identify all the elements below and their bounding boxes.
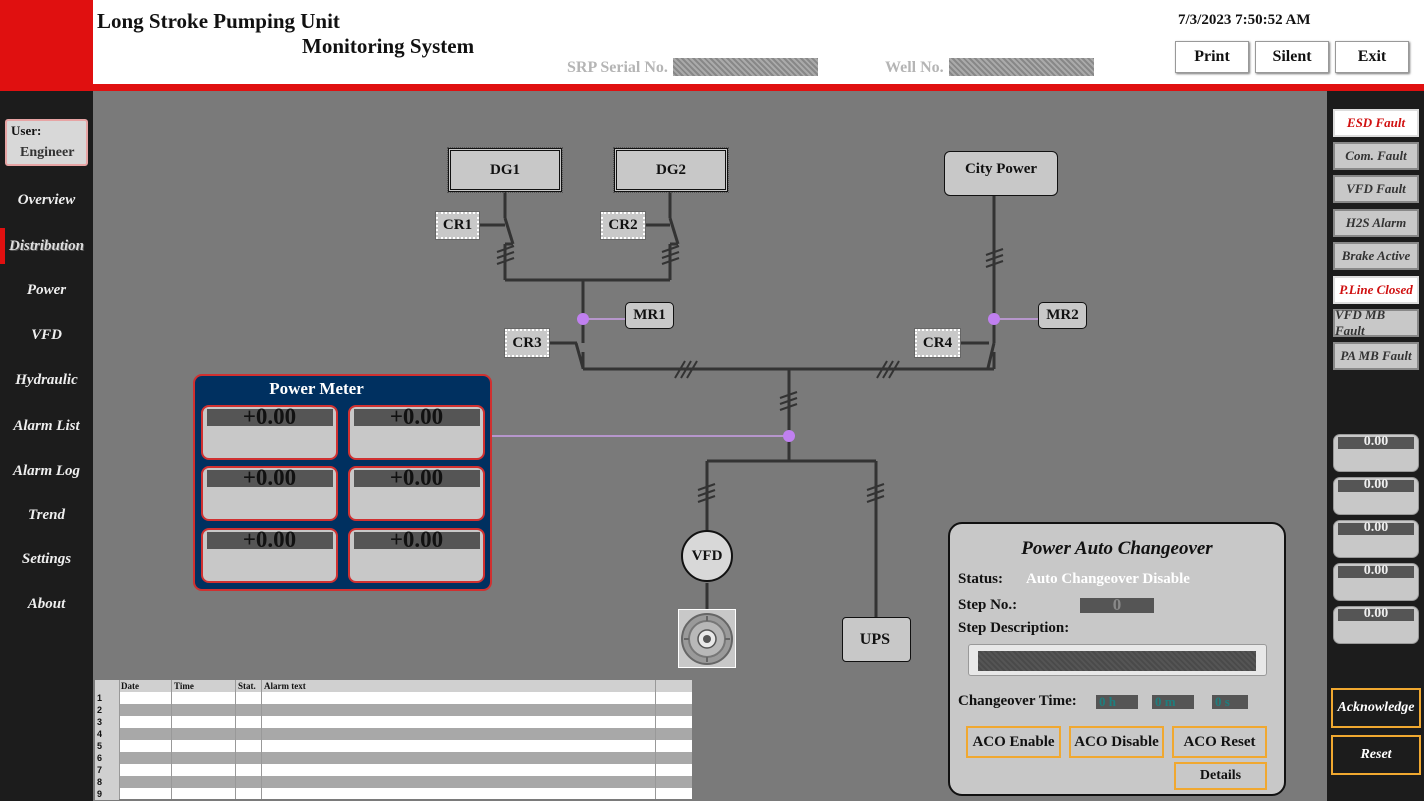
table-row[interactable]: 2 [95,704,692,716]
ups-node[interactable]: UPS [842,617,911,662]
aco-panel: Power Auto Changeover Status: Auto Chang… [948,522,1286,796]
column-status: Stat. [238,681,256,691]
aco-disable-button[interactable]: ACO Disable [1069,726,1164,758]
logo-block [0,0,93,91]
mr1-meter[interactable]: MR1 [625,302,674,329]
cr4-breaker[interactable]: CR4 [914,328,961,358]
cr2-breaker[interactable]: CR2 [600,211,646,240]
value-display: 0.00 [1333,477,1419,515]
app-title-line1: Long Stroke Pumping Unit [97,9,340,33]
left-nav [0,91,93,801]
table-row[interactable]: 9 [95,788,692,800]
aco-minutes: 0 m [1152,695,1194,709]
column-alarm-text: Alarm text [264,681,306,691]
power-meter-panel: Power Meter +0.00 +0.00 +0.00 +0.00 +0.0… [193,374,492,591]
srp-serial-field [673,58,818,76]
srp-serial-label: SRP Serial No. [567,59,668,76]
brake-active-indicator: Brake Active [1333,242,1419,270]
vfd-mb-fault-indicator: VFD MB Fault [1333,307,1419,338]
column-date: Date [121,681,139,691]
table-row[interactable]: 7 [95,764,692,776]
user-label: User: [11,123,42,138]
power-meter-value: +0.00 [348,527,485,583]
well-no-field [949,58,1094,76]
aco-step-label: Step No.: [958,597,1018,613]
table-row[interactable]: 3 [95,716,692,728]
power-meter-value: +0.00 [348,404,485,460]
value-display: 0.00 [1333,520,1419,558]
nav-item-settings[interactable]: Settings [21,551,72,567]
mr2-meter[interactable]: MR2 [1038,302,1087,329]
vfd-node[interactable]: VFD [691,547,723,564]
dg2-generator[interactable]: DG2 [613,147,729,193]
user-info: User: Engineer [5,119,88,166]
nav-item-distribution[interactable]: Distribution [8,238,85,254]
pa-mb-fault-indicator: PA MB Fault [1333,342,1419,370]
silent-button[interactable]: Silent [1255,41,1329,73]
aco-enable-button[interactable]: ACO Enable [966,726,1061,758]
alarm-table[interactable]: Date Time Stat. Alarm text 1 2 3 4 5 6 7… [95,680,692,800]
table-row[interactable]: 8 [95,776,692,788]
aco-title: Power Auto Changeover [1021,538,1213,559]
aco-seconds: 0 s [1212,695,1248,709]
nav-item-vfd[interactable]: VFD [31,327,62,343]
table-row[interactable]: 6 [95,752,692,764]
header-bar: Long Stroke Pumping Unit Monitoring Syst… [0,0,1424,91]
aco-details-button[interactable]: Details [1174,762,1267,790]
value-display: 0.00 [1333,606,1419,644]
cr1-breaker[interactable]: CR1 [435,211,480,240]
nav-item-hydraulic[interactable]: Hydraulic [15,372,78,388]
com-fault-indicator: Com. Fault [1333,142,1419,170]
nav-item-alarm-log[interactable]: Alarm Log [12,463,81,479]
esd-fault-indicator: ESD Fault [1333,109,1419,137]
nav-item-about[interactable]: About [27,596,66,612]
alarm-table-header: Date Time Stat. Alarm text [95,680,692,692]
power-meter-value: +0.00 [201,527,338,583]
nav-item-power[interactable]: Power [26,282,67,298]
app-title-line2: Monitoring System [302,34,475,58]
vfd-fault-indicator: VFD Fault [1333,175,1419,203]
table-row[interactable]: 1 [95,692,692,704]
exit-button[interactable]: Exit [1335,41,1409,73]
nav-item-overview[interactable]: Overview [17,192,76,208]
cr3-breaker[interactable]: CR3 [504,328,550,358]
pline-closed-indicator: P.Line Closed [1333,276,1419,304]
aco-step-description [968,644,1267,676]
aco-hours: 0 h [1096,695,1138,709]
h2s-alarm-indicator: H2S Alarm [1333,209,1419,237]
well-no-label: Well No. [885,59,944,76]
reset-button[interactable]: Reset [1331,735,1421,775]
power-meter-value: +0.00 [348,465,485,521]
value-display: 0.00 [1333,434,1419,472]
dg1-generator[interactable]: DG1 [447,147,563,193]
power-meter-value: +0.00 [201,404,338,460]
nav-item-alarm-list[interactable]: Alarm List [13,418,80,434]
nav-active-indicator [0,228,5,264]
datetime-display: 7/3/2023 7:50:52 AM [1178,12,1311,28]
power-meter-title: Power Meter [269,379,364,398]
print-button[interactable]: Print [1175,41,1249,73]
motor-icon[interactable] [678,609,736,668]
acknowledge-button[interactable]: Acknowledge [1331,688,1421,728]
power-meter-value: +0.00 [201,465,338,521]
value-display: 0.00 [1333,563,1419,601]
aco-status-value: Auto Changeover Disable [1026,571,1190,587]
aco-desc-label: Step Description: [958,620,1070,636]
aco-status-label: Status: [958,571,1004,587]
nav-item-trend[interactable]: Trend [28,507,65,523]
aco-step-value: 0 [1080,596,1154,613]
aco-time-label: Changeover Time: [958,693,1077,709]
aco-reset-button[interactable]: ACO Reset [1172,726,1267,758]
city-power-source[interactable]: City Power [944,151,1058,196]
table-row[interactable]: 5 [95,740,692,752]
user-role: Engineer [20,145,75,160]
table-row[interactable]: 4 [95,728,692,740]
column-time: Time [174,681,194,691]
